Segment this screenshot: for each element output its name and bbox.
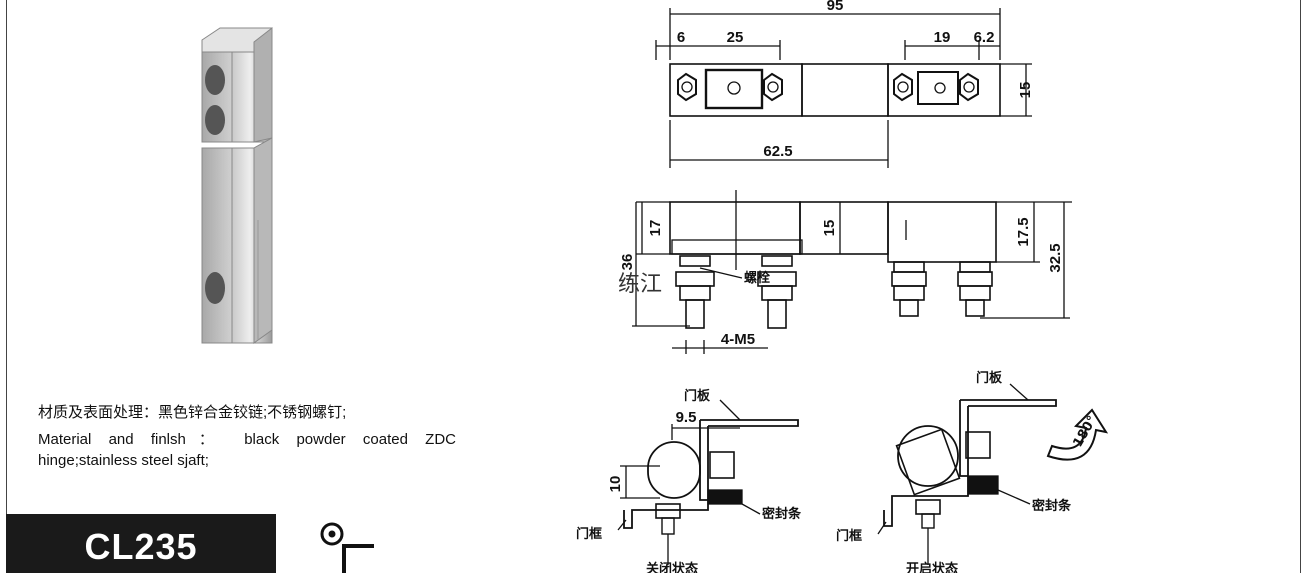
material-spec-en-line1: Material and finlsh： black powder coated… (38, 431, 456, 448)
dim-height: 15 (1017, 82, 1034, 99)
dim-left-span: 25 (727, 29, 744, 46)
closed-seal-label: 密封条 (761, 506, 802, 522)
closed-frame-label: 门框 (576, 526, 602, 542)
top-view (655, 8, 1032, 168)
dim-left-part-length: 62.5 (763, 143, 792, 160)
watermark-text: 练江 (618, 272, 663, 297)
closed-door-panel-label: 门板 (684, 388, 711, 404)
closed-installation-view (617, 399, 799, 565)
open-door-panel-label: 门板 (976, 370, 1003, 386)
hinge-product-image (201, 26, 273, 344)
dim-left-height: 17 (647, 220, 664, 237)
material-spec-en-line2: hinge;stainless steel sjaft; (38, 452, 209, 469)
material-spec-cn: 材质及表面处理：黑色锌合金铰链;不锈钢螺钉; (38, 404, 347, 421)
dim-right-height: 17.5 (1015, 217, 1032, 246)
closed-gap-dim: 10 (607, 476, 624, 493)
dim-overall: 95 (827, 0, 844, 14)
open-installation-view (877, 383, 1109, 565)
open-frame-label: 门框 (836, 528, 862, 544)
closed-offset-dim: 9.5 (676, 409, 697, 426)
right-frame-line (1300, 0, 1301, 573)
dim-bolt-height: 36 (619, 254, 636, 271)
dim-left-offset: 6 (677, 29, 685, 46)
model-number: CL235 (84, 526, 198, 567)
left-frame-line (6, 0, 7, 573)
dim-right-offset: 6.2 (974, 29, 995, 46)
label-bolt: 螺栓 (744, 270, 770, 286)
side-view (632, 190, 1072, 354)
closed-state-label: 关闭状态 (646, 561, 698, 573)
dim-right-span: 19 (934, 29, 951, 46)
model-badge: CL235 (6, 514, 276, 573)
label-thread: 4-M5 (721, 331, 755, 348)
dim-mid-height: 15 (821, 220, 838, 237)
dim-total-height: 32.5 (1047, 243, 1064, 272)
projection-symbol-icon (320, 522, 374, 573)
open-state-label: 开启状态 (906, 561, 958, 573)
open-seal-label: 密封条 (1031, 498, 1072, 514)
